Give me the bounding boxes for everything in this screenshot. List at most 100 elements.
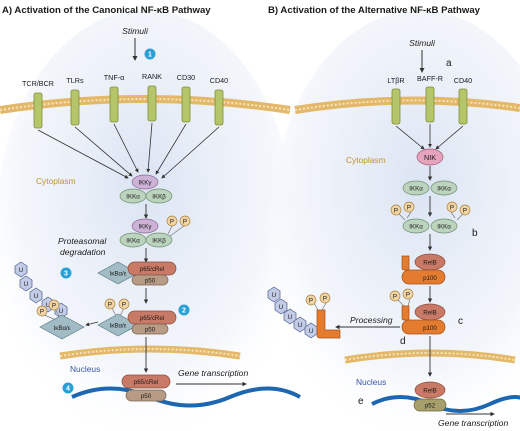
svg-text:p65/cRel: p65/cRel	[134, 379, 158, 386]
proteasomal-label-1: Proteasomal	[58, 236, 107, 246]
svg-text:IκBα/ε: IκBα/ε	[110, 323, 127, 330]
step-badge-2: 2	[178, 304, 190, 316]
svg-text:p100: p100	[423, 325, 437, 332]
ubiquitin-chain-a: U U U U U	[14, 261, 68, 319]
svg-text:U: U	[46, 302, 50, 309]
panel-a-title: A) Activation of the Canonical NF-κB Pat…	[2, 5, 211, 16]
svg-text:p100: p100	[423, 275, 437, 282]
cytoplasm-label-b: Cytoplasm	[346, 155, 386, 165]
svg-text:IκBα/ε: IκBα/ε	[110, 271, 127, 278]
svg-text:RANK: RANK	[142, 72, 162, 81]
phospho-ikb-nfkb-complex: P P IκBα/ε p65/cRel p50	[97, 298, 177, 337]
svg-text:p65/cRel: p65/cRel	[140, 266, 164, 273]
svg-text:IKKα: IKKα	[126, 194, 140, 201]
letter-b: b	[472, 228, 478, 239]
ubiquitin-chain-b: U U U U U	[267, 286, 318, 339]
receptor-labels-a: TCR/BCR TLRs TNF-α RANK CD30 CD40	[22, 72, 228, 88]
letter-d: d	[400, 336, 406, 347]
dna-strand-a	[71, 386, 301, 408]
receptor-arrows-a	[37, 122, 220, 179]
svg-text:CD40: CD40	[454, 76, 472, 85]
svg-text:P: P	[407, 205, 411, 212]
step-badge-3: 3	[60, 267, 72, 279]
nfkb-ikb-complex: IκBα/ε p65/cRel p50	[97, 261, 177, 286]
receptor-arrows-b	[395, 124, 464, 150]
receptors-a	[33, 85, 224, 129]
svg-text:P: P	[183, 219, 187, 226]
dna-strand-b	[371, 395, 520, 413]
svg-text:U: U	[24, 281, 28, 288]
svg-text:4: 4	[66, 386, 70, 393]
receptor-tlrs	[70, 89, 80, 126]
step-badge-1: 1	[144, 48, 156, 60]
nfkb-dimer-nuclear-a: p65/cRel p50	[121, 374, 171, 402]
svg-text:U: U	[59, 308, 63, 315]
relb-p52-dimer: RelB p52	[413, 381, 447, 412]
nik-node: NIK	[416, 148, 444, 166]
svg-text:CD40: CD40	[210, 76, 228, 85]
letter-e: e	[358, 396, 364, 407]
ikk-alpha-phospho-b: P P P P IKKα IKKα	[390, 201, 471, 234]
receptor-cd30	[181, 86, 191, 123]
svg-text:IKKγ: IKKγ	[138, 224, 152, 231]
svg-text:RelB: RelB	[423, 260, 436, 267]
svg-text:P: P	[52, 303, 56, 310]
receptor-tnf-alpha	[109, 86, 119, 123]
svg-text:IκBα/ε: IκBα/ε	[54, 325, 71, 332]
svg-text:P: P	[393, 294, 397, 301]
ikk-alpha-dimer-b: IKKα IKKα	[402, 180, 458, 196]
gene-transcription-label-b: Gene transcription	[438, 418, 508, 428]
svg-text:IKKα: IKKα	[437, 186, 451, 193]
svg-text:P: P	[40, 309, 44, 316]
svg-text:CD30: CD30	[177, 73, 195, 82]
svg-text:U: U	[288, 314, 292, 321]
cell-membrane-b	[294, 96, 520, 114]
receptor-labels-b: LTβR BAFF-R CD40	[387, 74, 472, 85]
svg-text:RelB: RelB	[423, 388, 436, 395]
letter-a: a	[446, 58, 452, 69]
receptor-tcr-bcr	[33, 92, 43, 129]
processing-label: Processing	[350, 315, 393, 325]
relb-p100-complex-2: P P p100 RelB	[389, 288, 446, 335]
svg-text:p65/cRel: p65/cRel	[140, 315, 164, 322]
relb-p100-complex-1: p100 RelB	[401, 253, 446, 285]
cleaved-p100-fragment: P P	[305, 292, 341, 339]
nucleus-label-a: Nucleus	[70, 364, 100, 374]
svg-text:3: 3	[64, 271, 68, 278]
gene-transcription-label-a: Gene transcription	[178, 368, 248, 378]
svg-text:U: U	[309, 328, 313, 335]
svg-text:2: 2	[182, 308, 186, 315]
svg-text:P: P	[323, 296, 327, 303]
ikk-complex-phospho-a: IKKγ IKKα IKKβ P P	[119, 215, 191, 248]
svg-text:IKKα: IKKα	[437, 224, 451, 231]
svg-text:IKKβ: IKKβ	[152, 194, 166, 201]
svg-text:P: P	[406, 292, 410, 299]
svg-text:TNF-α: TNF-α	[104, 73, 125, 82]
svg-text:U: U	[272, 292, 276, 299]
svg-text:1: 1	[148, 52, 152, 59]
svg-text:IKKα: IKKα	[409, 224, 423, 231]
svg-text:IKKβ: IKKβ	[152, 238, 166, 245]
svg-text:p50: p50	[145, 278, 156, 285]
svg-text:P: P	[309, 298, 313, 305]
svg-text:U: U	[19, 267, 23, 274]
svg-text:P: P	[122, 302, 126, 309]
svg-text:TCR/BCR: TCR/BCR	[22, 79, 54, 88]
svg-text:P: P	[394, 208, 398, 215]
released-ikb-a: P P IκBα/ε	[36, 299, 85, 340]
svg-text:p52: p52	[425, 403, 436, 410]
panel-a-stimuli: Stimuli	[122, 26, 149, 36]
panel-b-stimuli: Stimuli	[409, 38, 436, 48]
svg-text:U: U	[34, 293, 38, 300]
svg-text:IKKα: IKKα	[126, 238, 140, 245]
svg-text:TLRs: TLRs	[66, 76, 84, 85]
receptor-baff-r	[425, 86, 435, 123]
receptors-b	[391, 86, 468, 125]
svg-text:BAFF-R: BAFF-R	[417, 74, 443, 83]
letter-c: c	[458, 316, 463, 327]
nuclear-membrane-a	[59, 345, 241, 360]
proteasomal-label-2: degradation	[60, 247, 106, 257]
svg-text:U: U	[298, 322, 302, 329]
svg-text:P: P	[463, 208, 467, 215]
